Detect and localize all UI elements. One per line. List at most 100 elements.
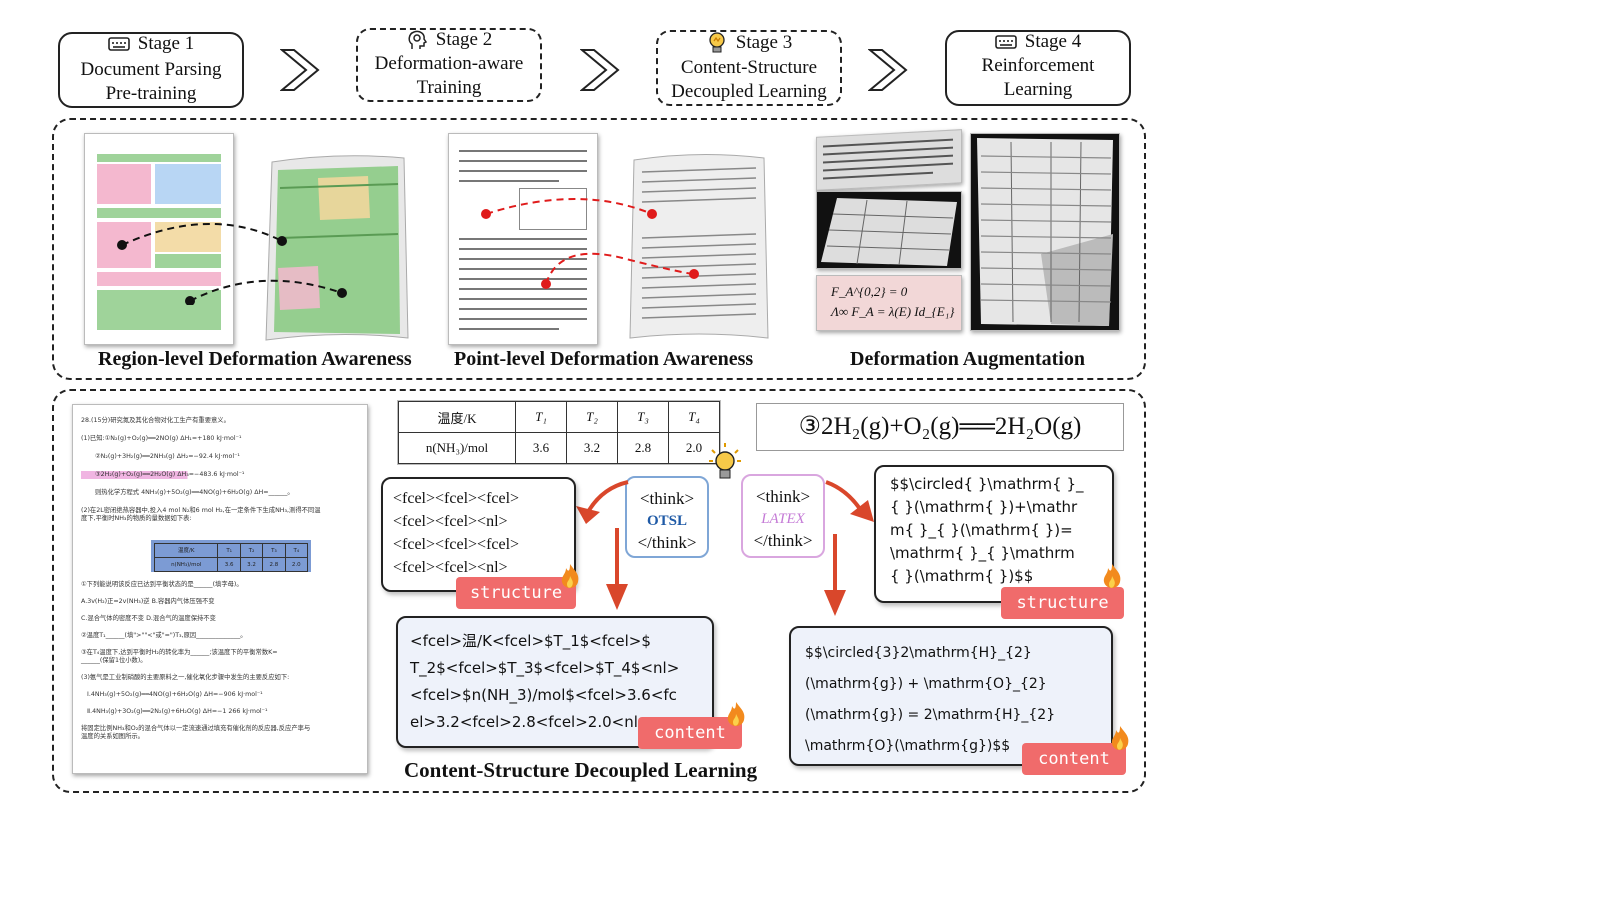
point-correspondence-arrows <box>481 198 699 289</box>
latex-structure-line: $$\circled{ }\mathrm{ }_ <box>890 475 1084 493</box>
latex-structure-line: { }(\mathrm{ })+\mathr <box>890 498 1078 516</box>
latex-structure-box: $$\circled{ }\mathrm{ }_ { }(\mathrm{ })… <box>874 465 1114 603</box>
otsl-structure-line: <fcel><fcel><nl> <box>393 559 508 576</box>
augment-tile-text <box>816 129 962 191</box>
content-badge: content <box>638 717 742 749</box>
stage-3-box: Stage 3 Content-Structure Decoupled Lear… <box>656 30 842 106</box>
exam-line: 将固定比例NH₃和O₂的混合气体以一定流速通过填充有催化剂的反应器,反应产率与 <box>81 725 311 732</box>
latex-structure-line: m{ }_{ }(\mathrm{ })= <box>890 521 1073 539</box>
stage-4-box: Stage 4 Reinforcement Learning <box>945 30 1131 106</box>
otsl-content-line: T_2$<fcel>$T_3$<fcel>$T_4$<nl> <box>410 659 680 677</box>
fire-icon <box>727 702 745 726</box>
think-mode: OTSL <box>646 513 688 529</box>
stage-label-line1: Content-Structure <box>680 57 818 78</box>
region-flat-document <box>84 133 234 345</box>
aug-formula-line1: F_A^{0,2} = 0 <box>831 284 908 299</box>
lightbulb-icon <box>709 443 741 479</box>
arrow-to-otsl-structure <box>576 480 629 524</box>
exam-line: 则热化学方程式 4NH₃(g)+5O₂(g)══4NO(g)+6H₂O(g) Δ… <box>95 489 294 496</box>
exam-line: (3)氨气是工业制硝酸的主要原料之一,催化氧化步骤中发生的主要反应如下: <box>81 674 290 681</box>
exam-line: A.3v(H₂)正=2v(NH₃)逆 B.容器内气体压强不变 <box>81 598 215 605</box>
stage-title: Stage 4 <box>1024 31 1082 52</box>
think-mode: LATEX <box>761 511 805 527</box>
think-otsl-box: <think> OTSL </think> <box>625 476 709 558</box>
chevron-right-icon <box>580 49 620 91</box>
latex-content-box: $$\circled{3}2\mathrm{H}_{2} (\mathrm{g}… <box>789 626 1113 766</box>
augment-tile-form <box>970 133 1120 331</box>
fire-icon <box>561 564 579 588</box>
think-open: <think> <box>755 487 811 506</box>
exam-line: ②温度T₁______(填">""<"或"=")T₃,原因___________… <box>81 632 247 639</box>
structure-badge: structure <box>456 577 576 609</box>
otsl-content-line: <fcel>$n(NH_3)/mol$<fcel>3.6<fc <box>410 686 677 704</box>
region-warped-document <box>265 155 409 341</box>
otsl-content-line: <fcel>温/K<fcel>$T_1$<fcel>$ <box>410 632 651 650</box>
latex-content-line: \mathrm{O}(\mathrm{g})$$ <box>805 738 1011 754</box>
think-open: <think> <box>639 489 695 508</box>
exam-line: (1)已知:①N₂(g)+O₂(g)══2NO(g) ΔH₁=+180 kJ·m… <box>81 435 242 442</box>
keyboard-icon <box>994 35 1017 49</box>
think-latex-box: <think> LATEX </think> <box>741 474 825 558</box>
otsl-structure-box: <fcel><fcel><fcel> <fcel><fcel><nl> <fce… <box>381 477 576 592</box>
exam-line: ③在T₄温度下,达到平衡时H₂的转化率为______;该温度下的平衡常数K= <box>81 649 278 656</box>
stage-label-line2: Decoupled Learning <box>671 81 827 102</box>
structure-badge: structure <box>1001 587 1124 619</box>
aug-formula-line2: Λ∞ F_A = λ(E) Id_{E₁} <box>831 304 955 319</box>
stage-label-line2: Training <box>416 77 482 98</box>
gear-head-icon <box>408 30 427 49</box>
caption-region-level: Region-level Deformation Awareness <box>98 348 412 370</box>
otsl-structure-line: <fcel><fcel><nl> <box>393 513 508 530</box>
exam-line: 温度的关系如图所示。 <box>81 733 144 740</box>
exam-line: ______(保留1位小数)。 <box>81 657 147 664</box>
arrow-to-latex-structure <box>825 480 874 522</box>
stage-label-line1: Reinforcement <box>981 55 1095 76</box>
otsl-content-box: <fcel>温/K<fcel>$T_1$<fcel>$ T_2$<fcel>$T… <box>396 616 714 748</box>
latex-structure-line: \mathrm{ }_{ }\mathrm <box>890 544 1075 562</box>
caption-deformation-augmentation: Deformation Augmentation <box>850 348 1085 370</box>
latex-content-line: (\mathrm{g}) = 2\mathrm{H}_{2} <box>805 707 1056 723</box>
stage-2-box: Stage 2 Deformation-aware Training <box>356 28 542 102</box>
caption-decoupled-learning: Content-Structure Decoupled Learning <box>404 758 758 782</box>
fire-icon <box>1111 726 1129 750</box>
stage-title: Stage 3 <box>735 32 793 53</box>
arrow-to-otsl-content <box>606 528 628 610</box>
exam-line: ②N₂(g)+3H₂(g)══2NH₃(g) ΔH₂=−92.4 kJ·mol⁻… <box>95 453 240 460</box>
formula-snippet: ③2H₂(g)+O₂(g)══2H₂O(g) <box>756 403 1124 451</box>
exam-line: 28.(15分)研究氮及其化合物对化工生产有重要意义。 <box>81 417 230 424</box>
fire-icon <box>1103 564 1121 588</box>
table-snippet: 温度/K T₁ T₂ T₃ T₄ n(NH₃)/mol 3.6 3.2 2.8 … <box>398 401 720 464</box>
deformation-awareness-panel <box>52 118 1146 380</box>
latex-content-line: (\mathrm{g}) + \mathrm{O}_{2} <box>805 676 1047 692</box>
exam-document: 28.(15分)研究氮及其化合物对化工生产有重要意义。 (1)已知:①N₂(g)… <box>72 404 368 774</box>
exam-line: ①下列能说明该反应已达到平衡状态的是______(填字母)。 <box>81 581 243 588</box>
stage-label-line1: Deformation-aware <box>374 53 524 74</box>
point-warped-document <box>629 153 769 339</box>
exam-line: C.混合气体的密度不变 D.混合气的温度保持不变 <box>81 615 216 622</box>
think-close: </think> <box>753 531 813 550</box>
latex-structure-line: { }(\mathrm{ })$$ <box>890 567 1034 585</box>
think-close: </think> <box>637 533 697 552</box>
augment-tile-formula: F_A^{0,2} = 0 Λ∞ F_A = λ(E) Id_{E₁} <box>816 275 962 331</box>
otsl-structure-line: <fcel><fcel><fcel> <box>393 536 520 553</box>
decoupled-learning-panel <box>52 389 1146 793</box>
stage-label-line2: Learning <box>1003 79 1073 100</box>
otsl-structure-line: <fcel><fcel><fcel> <box>393 490 520 507</box>
latex-content-line: $$\circled{3}2\mathrm{H}_{2} <box>805 645 1032 661</box>
keyboard-icon <box>107 37 130 51</box>
content-badge: content <box>1022 743 1126 775</box>
augment-tile-table <box>816 191 962 269</box>
exam-line: Ⅰ.4NH₃(g)+5O₂(g)══4NO(g)+6H₂O(g) ΔH=−906… <box>87 691 263 698</box>
exam-line-highlighted: ③2H₂(g)+O₂(g)══2H₂O(g) ΔH₃=−483.6 kJ·mol… <box>81 471 361 479</box>
stage-1-box: Stage 1 Document Parsing Pre-training <box>58 32 244 108</box>
exam-line: (2)在2L密闭绝热容器中,投入4 mol N₂和6 mol H₂,在一定条件下… <box>81 507 321 514</box>
chevron-right-icon <box>280 49 320 91</box>
chevron-right-icon <box>868 49 908 91</box>
exam-line: Ⅱ.4NH₃(g)+3O₂(g)══2N₂(g)+6H₂O(g) ΔH=−1 2… <box>87 708 268 715</box>
stage-title: Stage 2 <box>435 29 493 50</box>
lightbulb-icon <box>709 32 725 53</box>
arrow-to-latex-content <box>824 534 846 616</box>
otsl-content-line: el>3.2<fcel>2.8<fcel>2.0<nl> <box>410 713 651 731</box>
stage-label-line2: Pre-training <box>105 83 197 104</box>
exam-line: 度下,平衡时NH₃的物质的量数据如下表: <box>81 515 192 522</box>
